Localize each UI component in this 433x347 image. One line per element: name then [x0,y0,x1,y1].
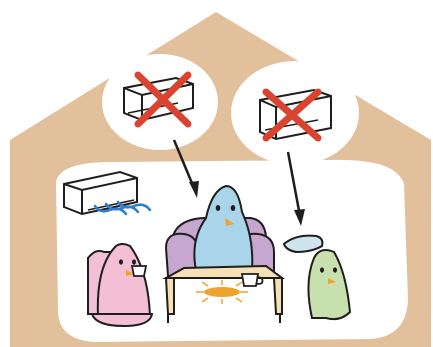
heater-glow-icon [196,280,248,304]
teacup-icon [132,266,146,276]
